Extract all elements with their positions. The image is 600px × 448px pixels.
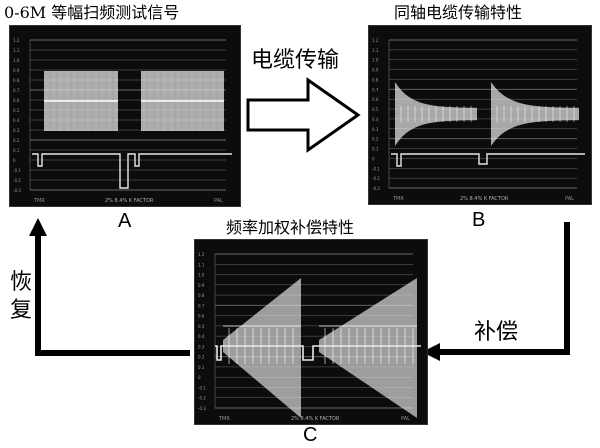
scale-mark-label: 0.3 (13, 128, 20, 133)
scale-mark-label: 0.7 (372, 87, 379, 92)
scale-mark-label: 1.0 (13, 58, 20, 63)
scale-mark-label: 0.4 (198, 334, 205, 339)
trace-baseline (391, 153, 585, 167)
panel-a-letter: A (118, 210, 132, 232)
scale-mark-label: -0.3 (198, 406, 206, 411)
scale-mark-label: 0.8 (372, 77, 379, 82)
scale-mark-label: -0.2 (198, 396, 206, 401)
panel-c-letter: C (303, 424, 318, 446)
scale-mark-label: 1.1 (13, 48, 20, 53)
scale-mark-label: 0.1 (13, 148, 20, 153)
scale-mark-label: 0 (372, 156, 375, 161)
scale-mark-label: 0.3 (372, 127, 379, 132)
scale-mark-label: 0.5 (13, 108, 20, 113)
scale-mark-label: 0.6 (13, 98, 20, 103)
panel-a-scope: 1.2 1.1 1.0 0.9 0.8 0.7 0.6 0.5 0.4 0.3 0.2 0.1 0 -0.… (9, 25, 241, 207)
scale-mark-label: 0.6 (198, 314, 205, 319)
panel-c-title: 频率加权补偿特性 (226, 218, 355, 237)
scope-readout: 2% 8.4% K FACTOR (291, 416, 340, 422)
scale-mark-label: 0.3 (198, 344, 205, 349)
scope-corner-left: TMR (218, 416, 230, 422)
scope-readout: 2% 8.4% K FACTOR (105, 198, 154, 204)
arrow-b-to-c-head (422, 343, 440, 361)
panel-b-scope: 1.2 1.1 1.0 0.9 0.8 0.7 0.6 0.5 0.4 0.3 0.2 0.1 0 -0.… (368, 25, 592, 205)
scale-mark-label: 0.8 (13, 78, 20, 83)
scale-mark-label: -0.1 (372, 166, 380, 171)
scale-mark-label: 0.4 (372, 117, 379, 122)
scale-mark-label: 1.0 (372, 58, 379, 63)
scale-mark-label: -0.3 (372, 186, 380, 191)
scale-mark-label: 1.1 (198, 262, 205, 267)
scope-readout: 2% 8.4% K FACTOR (460, 196, 509, 202)
scale-mark-label: 0.9 (372, 68, 379, 73)
rolloff-envelope (491, 82, 579, 146)
scale-mark-label: 1.2 (13, 38, 20, 43)
scope-corner-right: PAL (565, 196, 574, 202)
label-recover-2: 复 (10, 298, 33, 323)
label-recover-1: 恢 (10, 270, 33, 295)
scale-mark-label: 0.4 (13, 118, 20, 123)
scope-corner-left: TMR (33, 198, 45, 204)
scale-mark-label: 0.9 (13, 68, 20, 73)
scale-mark-label: 0.2 (372, 137, 379, 142)
label-cable-transmission: 电缆传输 (251, 48, 340, 73)
compensation-ramp (319, 278, 417, 418)
scale-mark-label: 1.2 (372, 38, 379, 43)
scale-mark-label: 0.7 (198, 303, 205, 308)
scale-mark-label: 0.9 (198, 283, 205, 288)
scale-mark-label: 0.1 (372, 147, 379, 152)
panel-b-letter: B (472, 209, 486, 231)
scale-mark-label: 0.8 (198, 293, 205, 298)
scale-mark-label: 0.5 (372, 107, 379, 112)
arrow-b-to-c-line (440, 222, 570, 355)
scale-mark-label: 1.2 (198, 252, 205, 257)
scale-mark-label: -0.2 (372, 176, 380, 181)
scale-mark-label: -0.1 (13, 168, 21, 173)
scale-mark-label: 0 (13, 158, 16, 163)
scale-mark-label: -0.2 (13, 178, 21, 183)
panel-a-title: 0-6M 等幅扫频测试信号 (4, 3, 180, 22)
scale-mark-label: 1.0 (198, 273, 205, 278)
scale-mark-label: -0.1 (198, 385, 206, 390)
arrow-c-to-a-head (29, 218, 47, 236)
panel-c-scope: 1.2 1.1 1.0 0.9 0.8 0.7 0.6 0.5 0.4 0.3 0.2 0.1 0 -0.… (194, 239, 428, 425)
scale-mark-label: 1.1 (372, 48, 379, 53)
scale-mark-label: 0.2 (198, 355, 205, 360)
trace-baseline (32, 153, 232, 189)
scope-corner-right: PAL (401, 416, 410, 422)
scale-mark-label: 0.6 (372, 97, 379, 102)
scale-mark-label: 0.5 (198, 324, 205, 329)
scale-mark-label: 0 (198, 375, 201, 380)
scale-mark-label: 0.1 (198, 365, 205, 370)
scale-mark-label: 0.7 (13, 88, 20, 93)
scope-corner-left: TMR (392, 196, 404, 202)
arrow-a-to-b (246, 77, 361, 153)
panel-b-title: 同轴电缆传输特性 (394, 3, 523, 22)
scale-mark-label: 0.2 (13, 138, 20, 143)
arrow-c-to-a-line (35, 236, 190, 356)
scale-mark-label: -0.3 (13, 188, 21, 193)
scope-corner-right: PAL (214, 198, 223, 204)
compensation-ramp (223, 278, 301, 418)
label-compensation: 补偿 (474, 320, 519, 345)
